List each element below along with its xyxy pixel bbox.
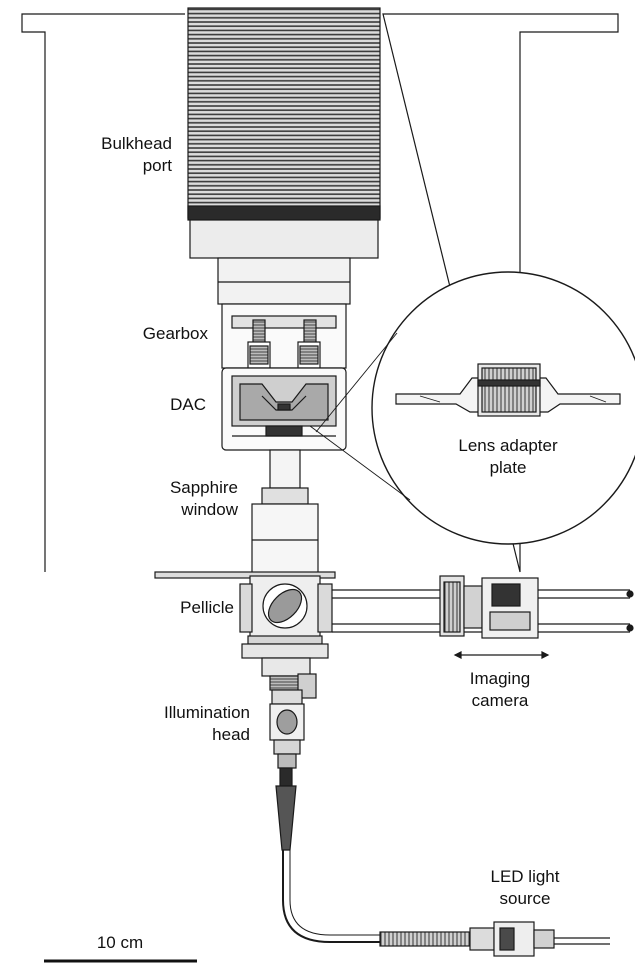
label-pellicle: Pellicle (180, 598, 234, 617)
label-scale: 10 cm (96, 933, 144, 952)
label-gearbox: Gearbox (142, 324, 208, 343)
dac (221, 367, 347, 451)
imaging-arm (332, 575, 634, 659)
fiber-cable (275, 767, 471, 947)
led-light-source (469, 921, 610, 957)
sapphire-window (251, 449, 319, 575)
illumination-head (261, 657, 317, 769)
gearbox (221, 303, 347, 369)
label-dac: DAC (170, 395, 206, 414)
bulkhead-port (187, 7, 381, 305)
lens-adapter-inset (309, 271, 635, 545)
pellicle-cube (239, 575, 333, 659)
